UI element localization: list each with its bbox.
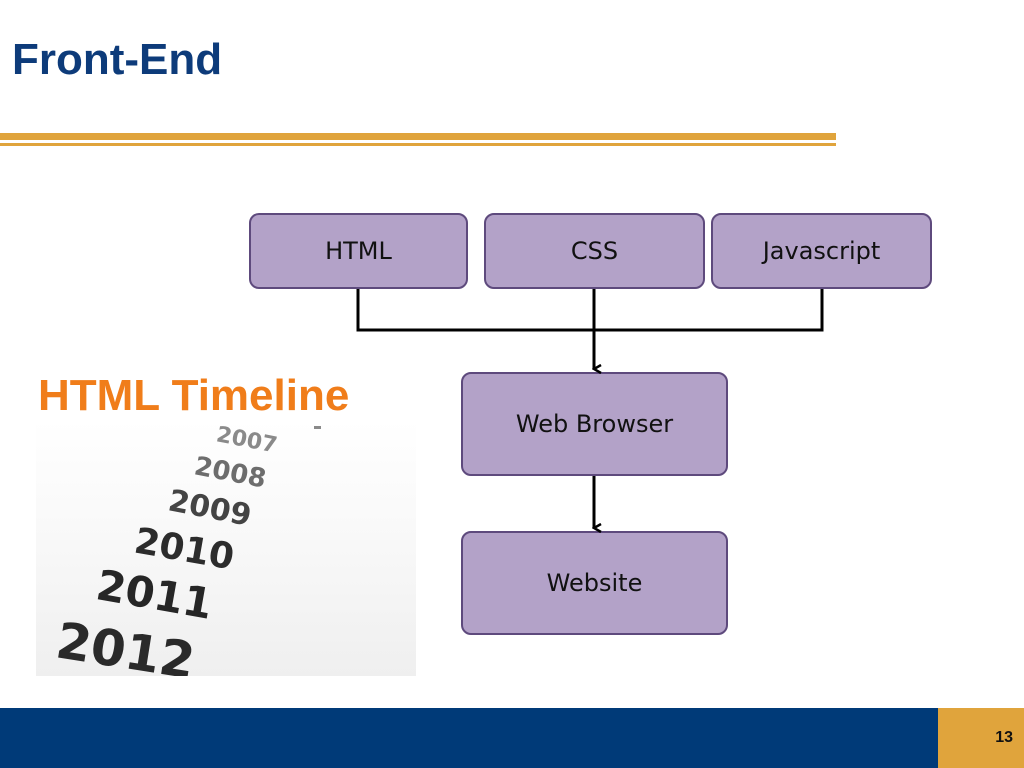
css-box: CSS bbox=[484, 213, 705, 289]
year-2011: 2011 bbox=[92, 560, 217, 629]
year-2012: 2012 bbox=[52, 611, 199, 676]
timeline-mark bbox=[314, 426, 321, 429]
year-2008: 2008 bbox=[191, 451, 269, 495]
page-number: 13 bbox=[938, 708, 1024, 768]
timeline-image: 2007 2008 2009 2010 2011 2012 bbox=[36, 420, 416, 676]
javascript-box: Javascript bbox=[711, 213, 932, 289]
title-divider-thick bbox=[0, 133, 836, 140]
year-2009: 2009 bbox=[165, 483, 255, 534]
html-box: HTML bbox=[249, 213, 468, 289]
year-2007: 2007 bbox=[214, 422, 280, 459]
footer-bar bbox=[0, 708, 1024, 768]
website-box: Website bbox=[461, 531, 728, 635]
title-divider-thin bbox=[0, 143, 836, 146]
web-browser-box: Web Browser bbox=[461, 372, 728, 476]
slide-title: Front-End bbox=[12, 35, 223, 84]
timeline-heading: HTML Timeline bbox=[38, 371, 350, 420]
